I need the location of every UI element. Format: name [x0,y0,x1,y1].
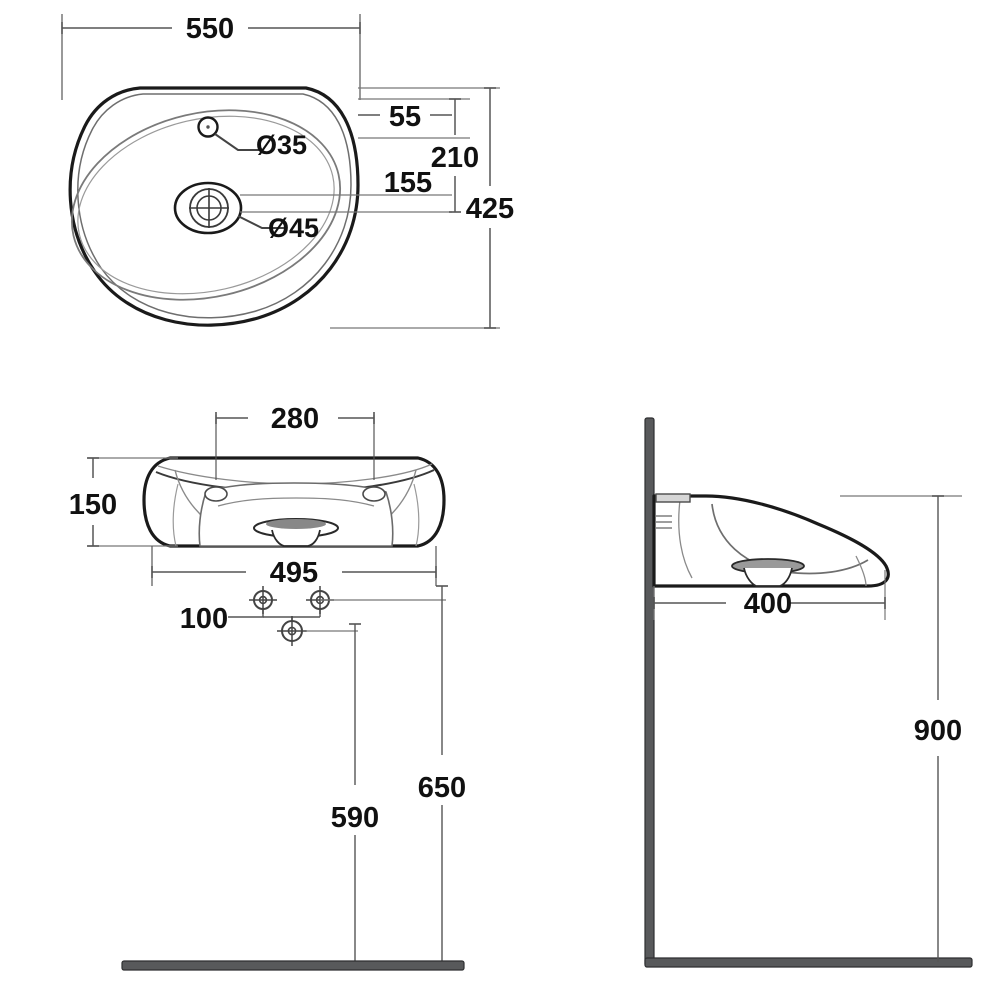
dim-155-group: 155 [240,167,452,213]
plan-bowl-ellipse [70,109,342,301]
dim-280-group: 280 [215,403,375,480]
dim-650-label: 650 [418,772,466,804]
dim-650-group: 650 [352,585,466,966]
dim-155-label: 155 [384,167,432,199]
tap-hole-label: Ø35 [256,130,307,160]
dim-400-group: 400 [653,570,886,620]
dim-100-label: 100 [180,603,228,635]
front-waste-grate-icon [266,519,326,529]
dim-590-label: 590 [331,802,379,834]
tap-hole-leader-line [214,133,262,151]
waste-hole-label: Ø45 [268,213,319,243]
dim-495-label: 495 [270,557,318,589]
side-view: 400 900 [644,417,973,968]
dim-210-group: 210 [431,98,479,213]
side-front-curve [855,555,867,587]
dim-495-group: 495 [151,546,437,589]
side-basin-outline [652,494,890,588]
dim-425-group: 425 [330,87,514,329]
dim-210-label: 210 [431,142,479,174]
plan-view: Ø35 Ø45 550 55 [60,13,514,329]
dim-900-group: 900 [840,495,962,962]
plan-bowl-ellipse-inner [77,115,335,295]
plan-rim-inner-line [77,93,352,319]
dim-425-label: 425 [466,193,514,225]
front-left-taper [172,483,179,547]
dim-150-group: 150 [69,457,178,547]
front-waste-body-icon [271,529,321,547]
tap-hole-center-icon [206,125,210,129]
side-tap-block-icon [655,493,691,503]
dim-550-label: 550 [186,13,234,45]
dim-150-label: 150 [69,489,117,521]
front-right-taper [413,483,420,547]
dim-550-group: 550 [61,13,361,100]
dim-55-group: 55 [358,98,470,139]
waste-hole-leader-line [237,215,286,229]
dim-590-group: 590 [306,623,379,966]
front-floor-line [121,960,465,971]
fixing-bolts-group: 100 [180,586,352,646]
side-waste-body-icon [743,567,793,587]
front-overflow-left-icon [204,486,228,502]
dim-900-label: 900 [914,715,962,747]
front-view: 280 150 495 [69,403,466,971]
dim-400-label: 400 [744,588,792,620]
side-back-curve [678,499,693,579]
side-floor-line [644,957,973,968]
front-overflow-right-icon [362,486,386,502]
front-apron-top-line [217,497,375,507]
dim-55-label: 55 [389,101,421,133]
dim-280-label: 280 [271,403,319,435]
